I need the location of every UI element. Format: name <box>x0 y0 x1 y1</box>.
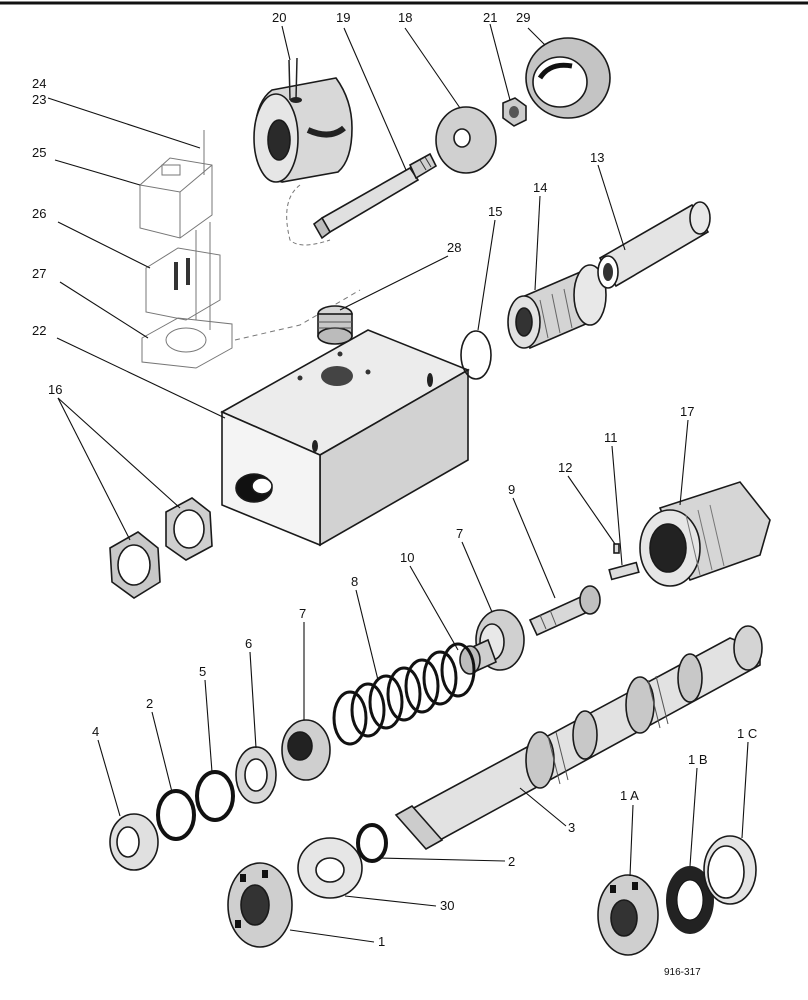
part-fitting-14 <box>507 264 607 350</box>
callout-7-upper: 7 <box>456 526 463 541</box>
part-seal-1b <box>666 866 714 934</box>
callout-9: 9 <box>508 482 515 497</box>
part-washer-18 <box>435 106 497 174</box>
callout-16: 16 <box>48 382 62 397</box>
callout-21: 21 <box>483 10 497 25</box>
callout-19: 19 <box>336 10 350 25</box>
callout-30: 30 <box>440 898 454 913</box>
callout-24: 24 <box>32 76 46 91</box>
callout-5: 5 <box>199 664 206 679</box>
callout-27: 27 <box>32 266 46 281</box>
part-castle-nut-1a <box>597 874 659 956</box>
part-ring-1c <box>703 835 757 905</box>
part-valve-body <box>220 329 470 547</box>
part-spring-8 <box>332 642 476 746</box>
part-castle-nut-1 <box>227 862 293 948</box>
callout-10: 10 <box>400 550 414 565</box>
callout-13: 13 <box>590 150 604 165</box>
callout-17: 17 <box>680 404 694 419</box>
callout-26: 26 <box>32 206 46 221</box>
callout-1a: 1 A <box>620 788 639 803</box>
part-solenoid-coil <box>253 57 353 183</box>
callout-1b: 1 B <box>688 752 708 767</box>
callout-23: 23 <box>32 92 46 107</box>
callout-6: 6 <box>245 636 252 651</box>
part-screw-9 <box>528 585 601 637</box>
callout-labels: 20 19 18 21 29 24 23 25 26 27 22 28 15 1… <box>32 10 757 978</box>
callout-20: 20 <box>272 10 286 25</box>
part-plunger-rod <box>286 152 438 246</box>
part-pilot-valve-stack <box>139 130 361 369</box>
drawing-number: 916-317 <box>664 967 701 978</box>
callout-1c: 1 C <box>737 726 757 741</box>
callout-7-lower: 7 <box>299 606 306 621</box>
callout-8: 8 <box>351 574 358 589</box>
part-o-ring-5 <box>195 770 235 822</box>
part-washer-6 <box>235 746 277 804</box>
part-pin-11 <box>608 561 640 581</box>
part-lock-nuts-16 <box>109 497 213 599</box>
part-bushing-4 <box>109 813 159 871</box>
callout-3: 3 <box>568 820 575 835</box>
part-o-ring-2-right <box>356 823 388 863</box>
callout-2-left: 2 <box>146 696 153 711</box>
callout-22: 22 <box>32 323 46 338</box>
part-o-ring-2-left <box>156 789 196 841</box>
part-o-ring-15 <box>460 330 492 380</box>
callout-15: 15 <box>488 204 502 219</box>
callout-28: 28 <box>447 240 461 255</box>
callout-25: 25 <box>32 145 46 160</box>
part-spring-seat-lower <box>281 719 331 781</box>
part-spool-3 <box>394 625 763 851</box>
callout-2-right: 2 <box>508 854 515 869</box>
callout-18: 18 <box>398 10 412 25</box>
part-adapter-17 <box>639 481 771 587</box>
callout-11: 11 <box>604 430 618 445</box>
callout-4: 4 <box>92 724 99 739</box>
part-end-cap-29 <box>525 37 611 119</box>
part-plug-28 <box>317 305 353 345</box>
part-hex-nut-21 <box>502 97 527 127</box>
callout-1: 1 <box>378 934 385 949</box>
part-pin-12 <box>613 543 620 554</box>
part-washer-30 <box>297 837 363 899</box>
part-tube-13 <box>597 201 711 289</box>
callout-29: 29 <box>516 10 530 25</box>
callout-14: 14 <box>533 180 547 195</box>
callout-12: 12 <box>558 460 572 475</box>
leader-lines <box>47 23 749 943</box>
